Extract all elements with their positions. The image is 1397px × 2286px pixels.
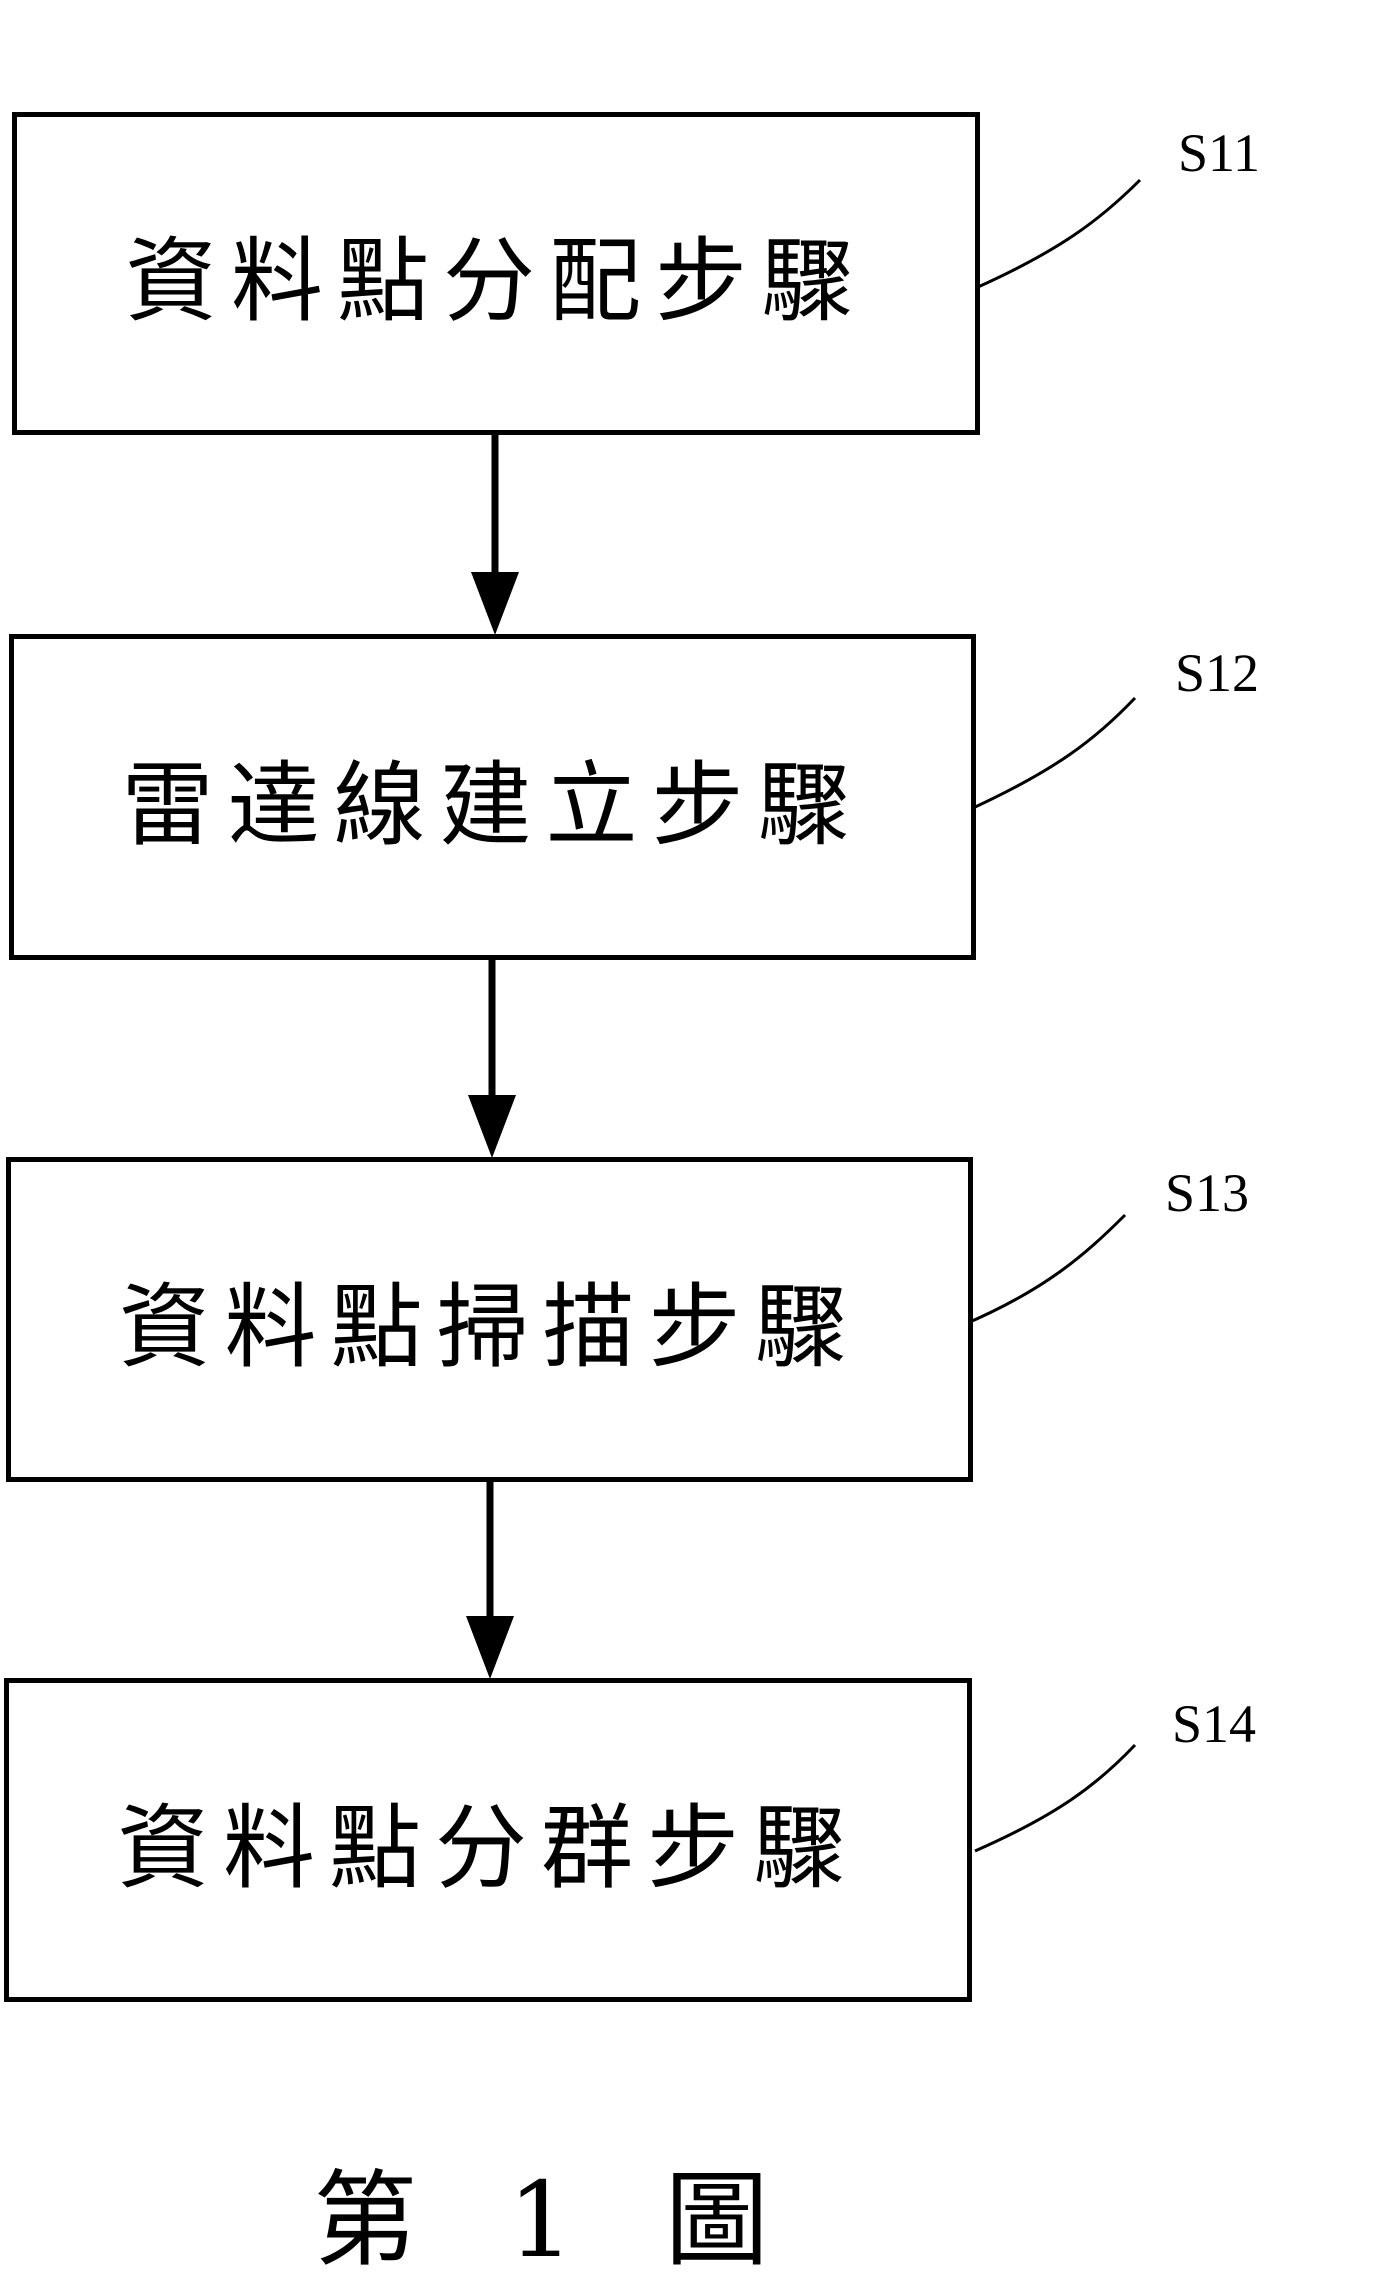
leader-line-s13: [962, 1213, 1127, 1327]
step-label-s11: S11: [1178, 123, 1261, 183]
step-label-s12: S12: [1175, 643, 1260, 703]
arrow-3-to-4: [466, 1480, 514, 1679]
step-text-s13: 資料點掃描步驟: [118, 1274, 861, 1381]
step-text-s12: 雷達線建立步驟: [121, 751, 864, 859]
step-label-s14: S14: [1172, 1694, 1257, 1754]
step-box-s11: 資料點分配步驟: [12, 112, 980, 435]
step-box-s12: 雷達線建立步驟: [9, 634, 976, 960]
leader-line-s14: [974, 1743, 1137, 1853]
arrow-1-to-2: [471, 434, 519, 635]
step-text-s11: 資料點分配步驟: [124, 228, 867, 335]
step-box-s14: 資料點分群步驟: [4, 1678, 972, 2002]
figure-caption: 第 1 圖: [313, 2159, 777, 2281]
arrow-2-to-3: [468, 958, 516, 1158]
step-box-s13: 資料點掃描步驟: [6, 1157, 973, 1482]
step-label-s13: S13: [1165, 1163, 1250, 1223]
leader-line-s12: [972, 696, 1137, 810]
step-text-s14: 資料點分群步驟: [116, 1794, 859, 1902]
leader-line-s11: [977, 178, 1142, 289]
